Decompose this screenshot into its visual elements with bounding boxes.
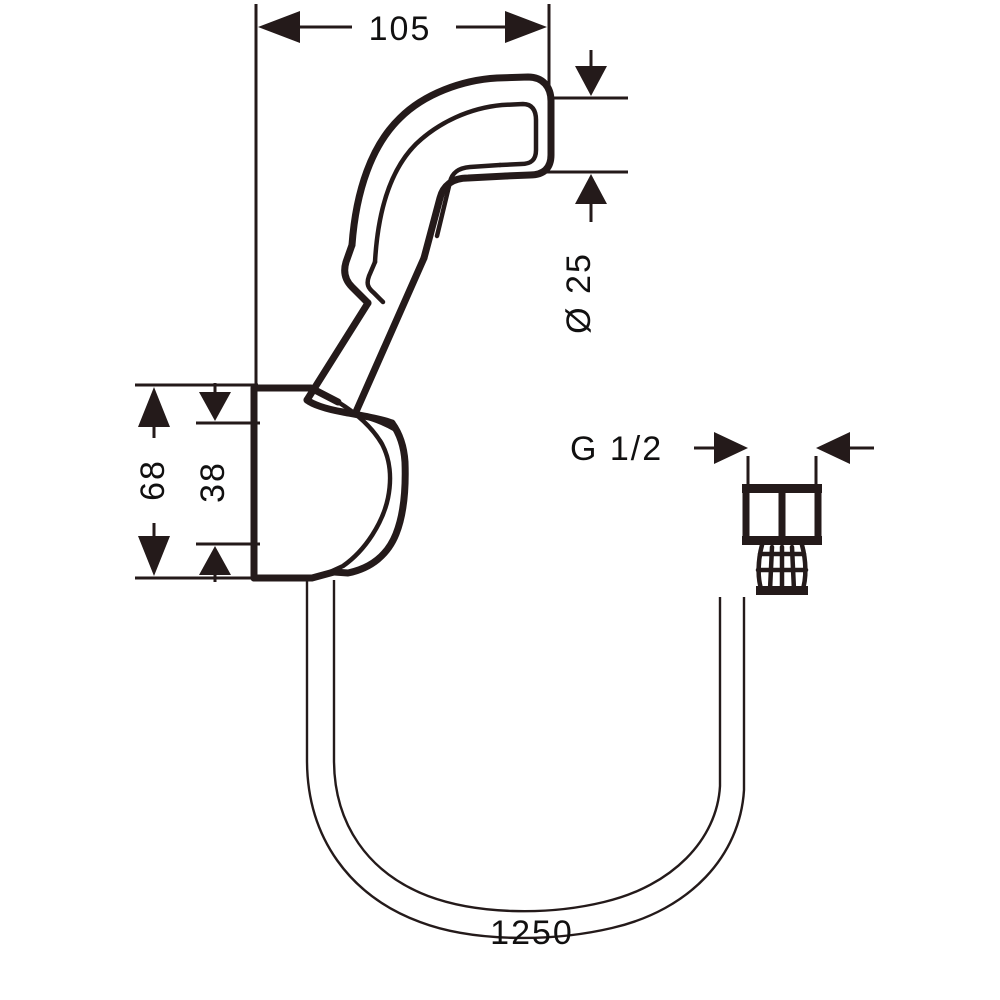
bracket-inner-contour (327, 399, 393, 575)
dimension-g-half-thread: G 1/2 (570, 430, 874, 490)
bracket-top-edge (250, 384, 342, 406)
spray-head (348, 73, 555, 265)
handle-back-cap (341, 241, 372, 307)
arrowhead-68-down (138, 536, 170, 576)
strain-relief-base (756, 586, 808, 595)
dimension-105-width: 105 (254, 4, 551, 388)
arrowhead-25-down (575, 66, 607, 96)
spray-head-face-right (502, 97, 555, 180)
hose: 1250 (305, 580, 746, 952)
dimension-label-105: 105 (369, 10, 432, 48)
dimension-diameter-25: Ø 25 (543, 50, 628, 334)
dimension-label-1250: 1250 (490, 914, 574, 952)
dimension-label-38: 38 (194, 461, 232, 503)
dimension-38-height: 38 (194, 383, 260, 582)
arrowhead-38-down (199, 392, 231, 421)
dimension-68-height: 68 (134, 383, 258, 580)
arrowhead-g12-left (816, 432, 850, 464)
arrowhead-g12-right (714, 432, 748, 464)
hose-line-inner (305, 580, 746, 940)
spray-head-outer-top (348, 73, 555, 249)
arrowhead-25-up (575, 174, 607, 204)
arrowhead-right (505, 11, 547, 43)
dimension-label-diameter-25: Ø 25 (560, 252, 598, 334)
hose-line-outer (332, 580, 722, 913)
handle-edge-right (351, 254, 428, 418)
bracket-outer-contour (330, 419, 409, 577)
dimension-label-68: 68 (134, 459, 172, 501)
hex-nut-connector (742, 484, 822, 595)
handle-edge-left (303, 299, 372, 404)
wall-bracket (250, 384, 409, 582)
dimension-label-g-half: G 1/2 (570, 430, 663, 468)
spray-head-underside-inner (434, 162, 503, 239)
arrowhead-left (258, 11, 300, 43)
arrowhead-68-up (138, 387, 170, 427)
spray-head-inner-outline (372, 101, 539, 265)
arrowhead-38-up (199, 546, 231, 575)
bracket-bottom-edge (250, 568, 338, 582)
handle-back-cap-inner (365, 259, 386, 305)
